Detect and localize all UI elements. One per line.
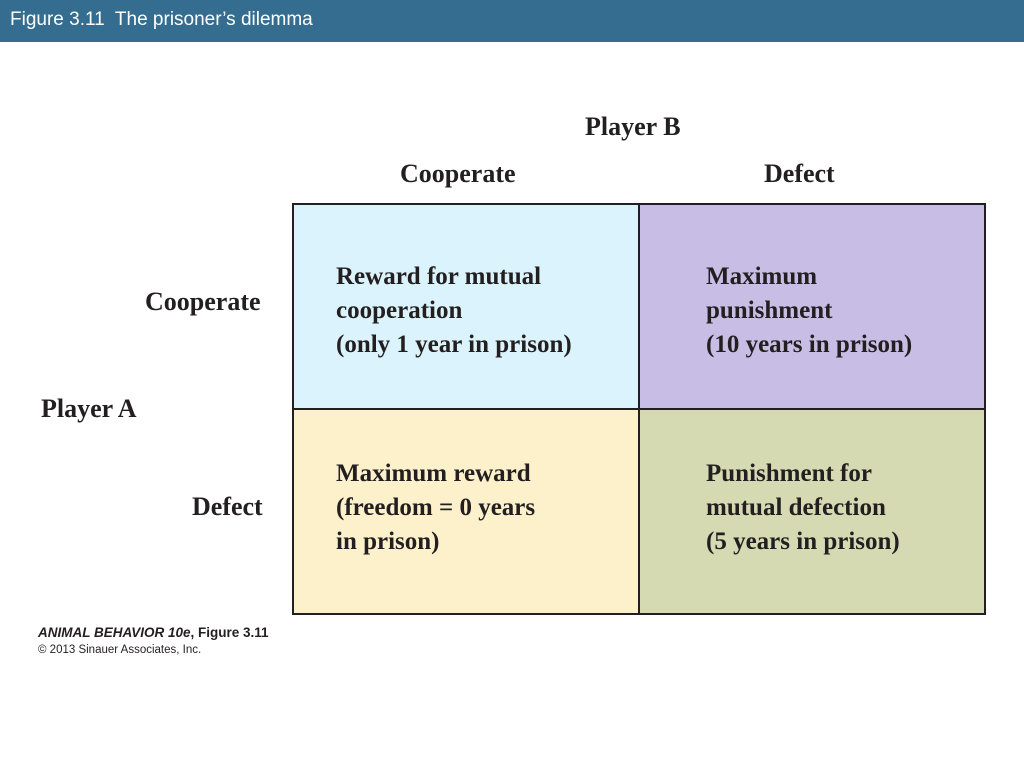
cell-line: punishment: [706, 297, 833, 324]
cell-cooperate-defect: Maximum punishment (10 years in prison): [638, 203, 986, 410]
cell-line: Punishment for: [706, 460, 872, 487]
row-label-cooperate: Cooperate: [145, 287, 261, 316]
row-label-defect: Defect: [192, 492, 263, 521]
col-label-defect: Defect: [764, 159, 835, 188]
cell-line: (10 years in prison): [706, 331, 913, 358]
cell-line: Reward for mutual: [336, 263, 542, 290]
credit-book-title: ANIMAL BEHAVIOR 10e: [38, 625, 191, 640]
figure-title: Figure 3.11 The prisoner’s dilemma: [10, 9, 313, 30]
title-bar: Figure 3.11 The prisoner’s dilemma: [0, 0, 1024, 42]
cell-defect-cooperate: Maximum reward (freedom = 0 years in pri…: [292, 408, 640, 615]
cell-line: (freedom = 0 years: [336, 494, 536, 521]
cell-line: mutual defection: [706, 494, 886, 521]
cell-line: in prison): [336, 528, 440, 555]
cell-defect-defect: Punishment for mutual defection (5 years…: [638, 408, 986, 615]
credit-figure-number: , Figure 3.11: [190, 625, 269, 640]
cell-line: cooperation: [336, 297, 463, 324]
cell-line: (5 years in prison): [706, 528, 900, 555]
cell-line: Maximum: [706, 263, 818, 290]
credit-copyright: © 2013 Sinauer Associates, Inc.: [38, 644, 202, 656]
cell-cooperate-cooperate: Reward for mutual cooperation (only 1 ye…: [292, 203, 640, 410]
player-b-label: Player B: [585, 112, 681, 141]
cell-line: Maximum reward: [336, 460, 531, 487]
player-a-label: Player A: [41, 394, 137, 423]
col-label-cooperate: Cooperate: [400, 159, 516, 188]
credit-book: ANIMAL BEHAVIOR 10e, Figure 3.11: [38, 625, 269, 640]
cell-line: (only 1 year in prison): [336, 331, 572, 358]
